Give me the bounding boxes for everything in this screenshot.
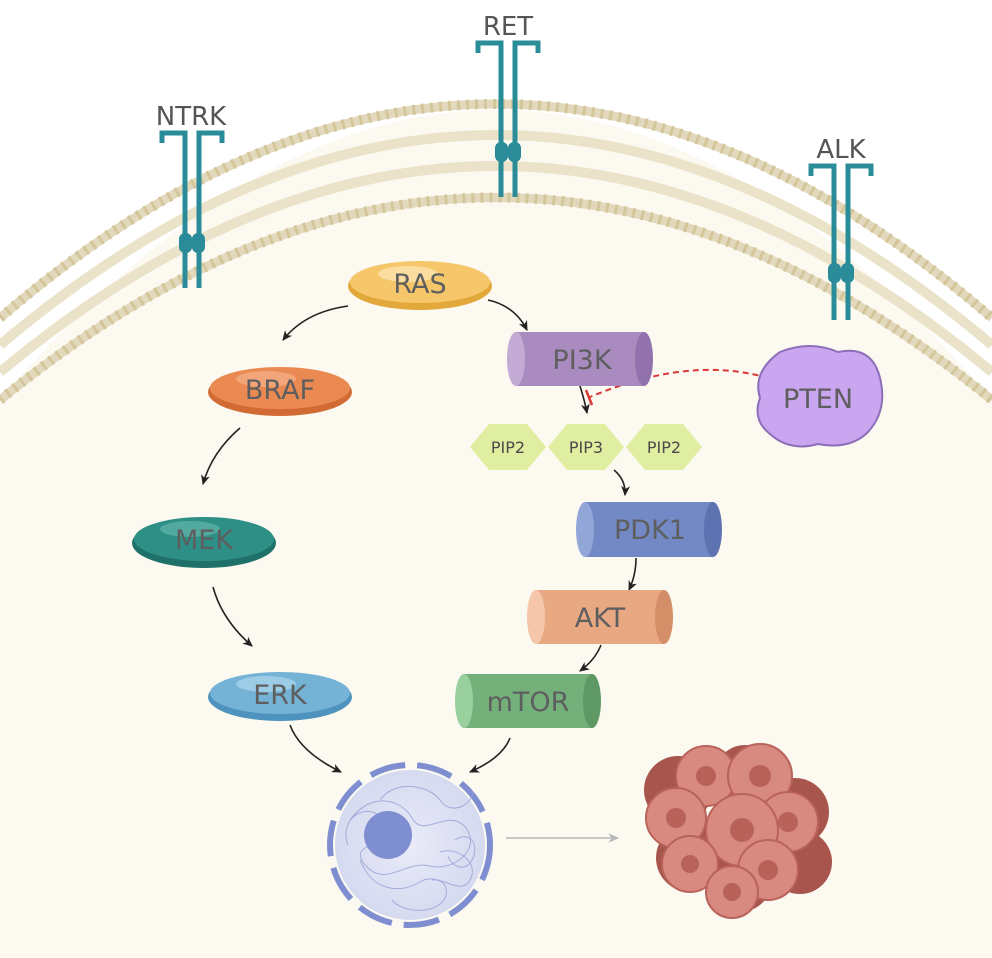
node-mtor: mTOR <box>455 674 601 728</box>
label-akt: AKT <box>575 603 626 634</box>
arrow-akt-mtor <box>579 644 602 672</box>
pten-inhibition <box>584 368 769 406</box>
label-ras: RAS <box>393 269 446 300</box>
tumor-cell-cluster <box>644 743 832 919</box>
label-pip2-right: PIP2 <box>647 438 681 457</box>
receptor-label-alk: ALK <box>816 135 866 165</box>
receptor-ret <box>475 40 541 197</box>
arrow-braf-mek <box>201 427 241 486</box>
label-pdk1: PDK1 <box>614 515 686 546</box>
pathway-arrows <box>201 299 637 773</box>
node-pten: PTEN <box>756 345 884 448</box>
arrow-ras-braf <box>282 305 349 341</box>
node-akt: AKT <box>527 590 673 644</box>
arrow-erk-nucleus <box>289 724 343 773</box>
arrow-mtor-nucleus <box>468 737 511 773</box>
node-pi3k: PI3K <box>507 332 653 386</box>
nucleus <box>327 762 493 928</box>
receptor-label-ntrk: NTRK <box>156 102 227 132</box>
receptor-ntrk <box>159 130 225 288</box>
arrow-pip3-pdk1 <box>613 469 631 497</box>
label-mek: MEK <box>175 525 234 556</box>
node-pip2-left: PIP2 <box>470 424 546 470</box>
node-erk: ERK <box>208 672 352 721</box>
label-braf: BRAF <box>245 375 315 406</box>
node-ras: RAS <box>348 261 492 310</box>
label-pten: PTEN <box>783 384 853 415</box>
node-pip3: PIP3 <box>548 424 624 470</box>
label-mtor: mTOR <box>487 687 570 718</box>
receptor-label-ret: RET <box>483 12 533 42</box>
arrow-mek-erk <box>212 586 253 647</box>
arrow-pdk1-akt <box>628 557 637 592</box>
node-mek: MEK <box>132 517 276 568</box>
node-pdk1: PDK1 <box>576 502 722 557</box>
node-pip2-right: PIP2 <box>626 424 702 470</box>
arrow-ras-pi3k <box>487 299 528 332</box>
node-braf: BRAF <box>208 367 352 416</box>
label-pip2-left: PIP2 <box>491 438 525 457</box>
receptor-alk <box>808 163 874 320</box>
label-erk: ERK <box>253 680 308 711</box>
label-pip3: PIP3 <box>569 438 603 457</box>
arrow-pi3k-pip3 <box>579 385 590 415</box>
label-pi3k: PI3K <box>552 345 612 376</box>
